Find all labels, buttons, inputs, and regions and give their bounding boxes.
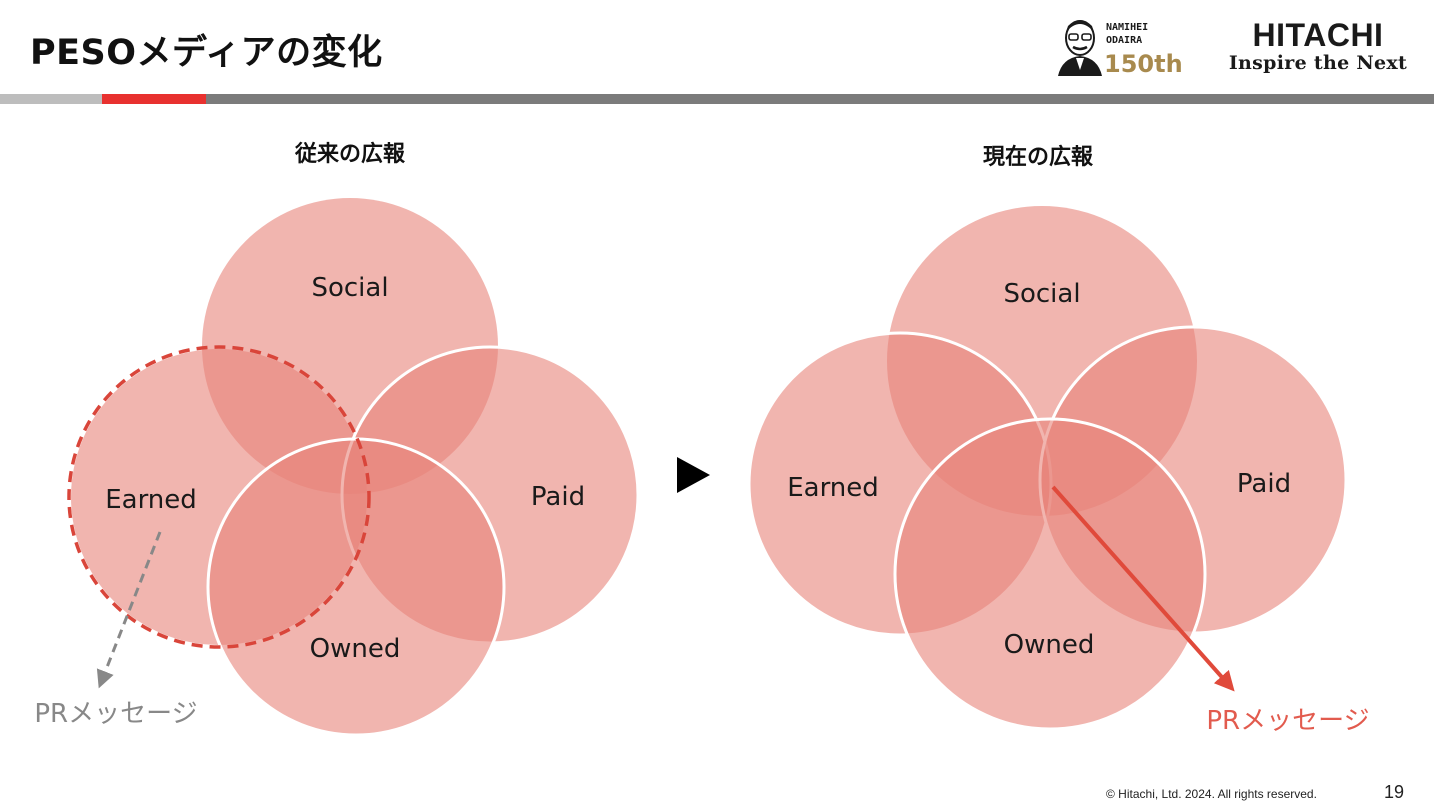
hitachi-logo-tagline: Inspire the Next: [1228, 52, 1408, 74]
header-bar-left: [0, 94, 102, 104]
left-label-owned: Owned: [310, 634, 401, 664]
header-bar-accent: [102, 94, 206, 104]
header-bar-right: [206, 94, 1434, 104]
logo-text-150th: 150th: [1104, 50, 1183, 78]
right-label-paid: Paid: [1237, 469, 1291, 499]
right-circle-owned: [893, 417, 1207, 731]
right-label-social: Social: [1003, 279, 1080, 309]
right-pr-message-label: PRメッセージ: [1206, 706, 1369, 736]
logo-text-namihei: NAMIHEI: [1106, 22, 1148, 33]
left-pr-arrow: [96, 531, 162, 689]
left-label-social: Social: [311, 273, 388, 303]
right-venn-diagram: 現在の広報 Social Earned Paid Owned PRメッセージ: [747, 144, 1370, 736]
slide-title: PESOメディアの変化: [30, 33, 383, 73]
hitachi-logo-name: HITACHI: [1252, 17, 1384, 53]
hitachi-logo: HITACHI Inspire the Next: [1222, 18, 1414, 74]
right-label-earned: Earned: [787, 473, 879, 503]
portrait-icon: [1058, 20, 1102, 76]
transition-arrow-icon: [677, 457, 710, 493]
right-pr-arrow: [1051, 485, 1235, 692]
left-venn-diagram: 従来の広報 Social Earned Paid Owned PRメッセージ: [34, 141, 640, 737]
right-label-owned: Owned: [1004, 630, 1095, 660]
namihei-odaira-150th-logo: NAMIHEI ODAIRA 150th: [1058, 20, 1183, 78]
copyright-text: © Hitachi, Ltd. 2024. All rights reserve…: [1106, 787, 1317, 801]
page-number: 19: [1384, 782, 1405, 802]
logo-text-odaira: ODAIRA: [1106, 35, 1142, 46]
right-diagram-title: 現在の広報: [983, 144, 1094, 170]
left-label-paid: Paid: [531, 482, 585, 512]
left-earned-dashed-outline: [67, 345, 371, 649]
left-pr-message-label: PRメッセージ: [34, 699, 197, 729]
left-diagram-title: 従来の広報: [294, 141, 406, 167]
left-circle-owned: [206, 437, 506, 737]
left-label-earned: Earned: [105, 485, 197, 515]
